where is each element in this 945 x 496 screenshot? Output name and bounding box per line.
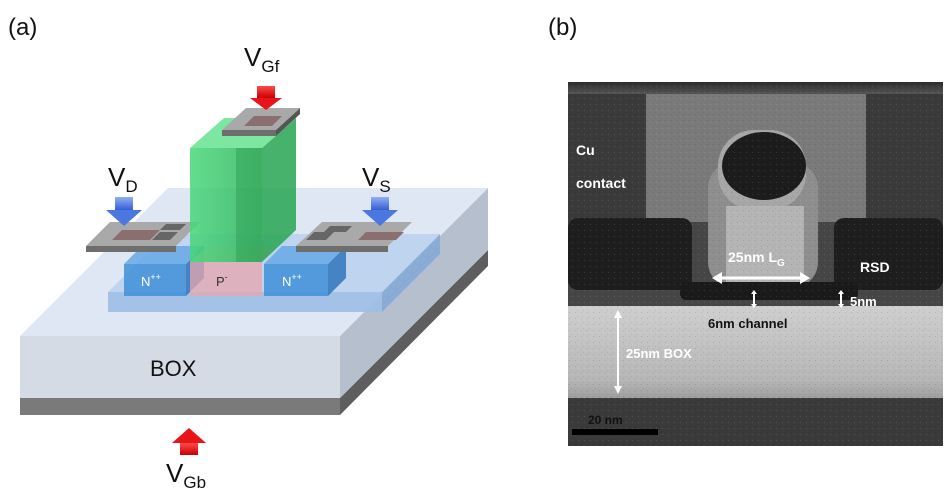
box-label: BOX bbox=[150, 356, 197, 381]
box-thickness-arrow bbox=[614, 310, 622, 394]
vs-arrow-icon bbox=[362, 197, 398, 226]
gate-contact-plate bbox=[222, 108, 300, 136]
channel-label: 6nm channel bbox=[708, 316, 787, 331]
lg-dimension-arrow bbox=[712, 272, 810, 284]
n-right-region bbox=[264, 246, 346, 296]
vgf-arrow-icon bbox=[250, 86, 282, 110]
vgb-label: VGb bbox=[166, 458, 206, 492]
vd-label: VD bbox=[108, 162, 138, 196]
p-label: P- bbox=[216, 272, 228, 289]
lg-label: 25nm LG bbox=[728, 249, 785, 269]
5nm-label: 5nm bbox=[850, 294, 877, 309]
tem-micrograph: Cu contact 25nm LG RSD 5nm 6nm channel 2… bbox=[568, 82, 943, 446]
vs-label: VS bbox=[362, 162, 391, 196]
scale-label: 20 nm bbox=[588, 413, 623, 427]
vgb-arrow-icon bbox=[172, 428, 206, 455]
box-thickness-label: 25nm BOX bbox=[626, 346, 692, 361]
channel-thickness-arrow bbox=[751, 290, 757, 308]
front-gate bbox=[190, 118, 296, 262]
rsd-label: RSD bbox=[860, 259, 890, 275]
5nm-dimension-arrow bbox=[838, 290, 844, 308]
vgf-label: VGf bbox=[244, 42, 280, 76]
vd-arrow-icon bbox=[106, 197, 142, 226]
source-contact-plate bbox=[296, 222, 412, 252]
device-schematic: VGf VD VS VGb N++ N++ P- BOX bbox=[20, 42, 488, 492]
scale-bar bbox=[572, 429, 658, 435]
panel-a-label: (a) bbox=[8, 14, 38, 41]
contact-label: contact bbox=[576, 175, 626, 191]
cu-label: Cu bbox=[576, 142, 595, 158]
panel-b-label: (b) bbox=[548, 14, 578, 41]
n-right-label: N++ bbox=[282, 272, 302, 289]
drain-contact-plate bbox=[86, 222, 200, 252]
n-left-label: N++ bbox=[141, 272, 161, 289]
